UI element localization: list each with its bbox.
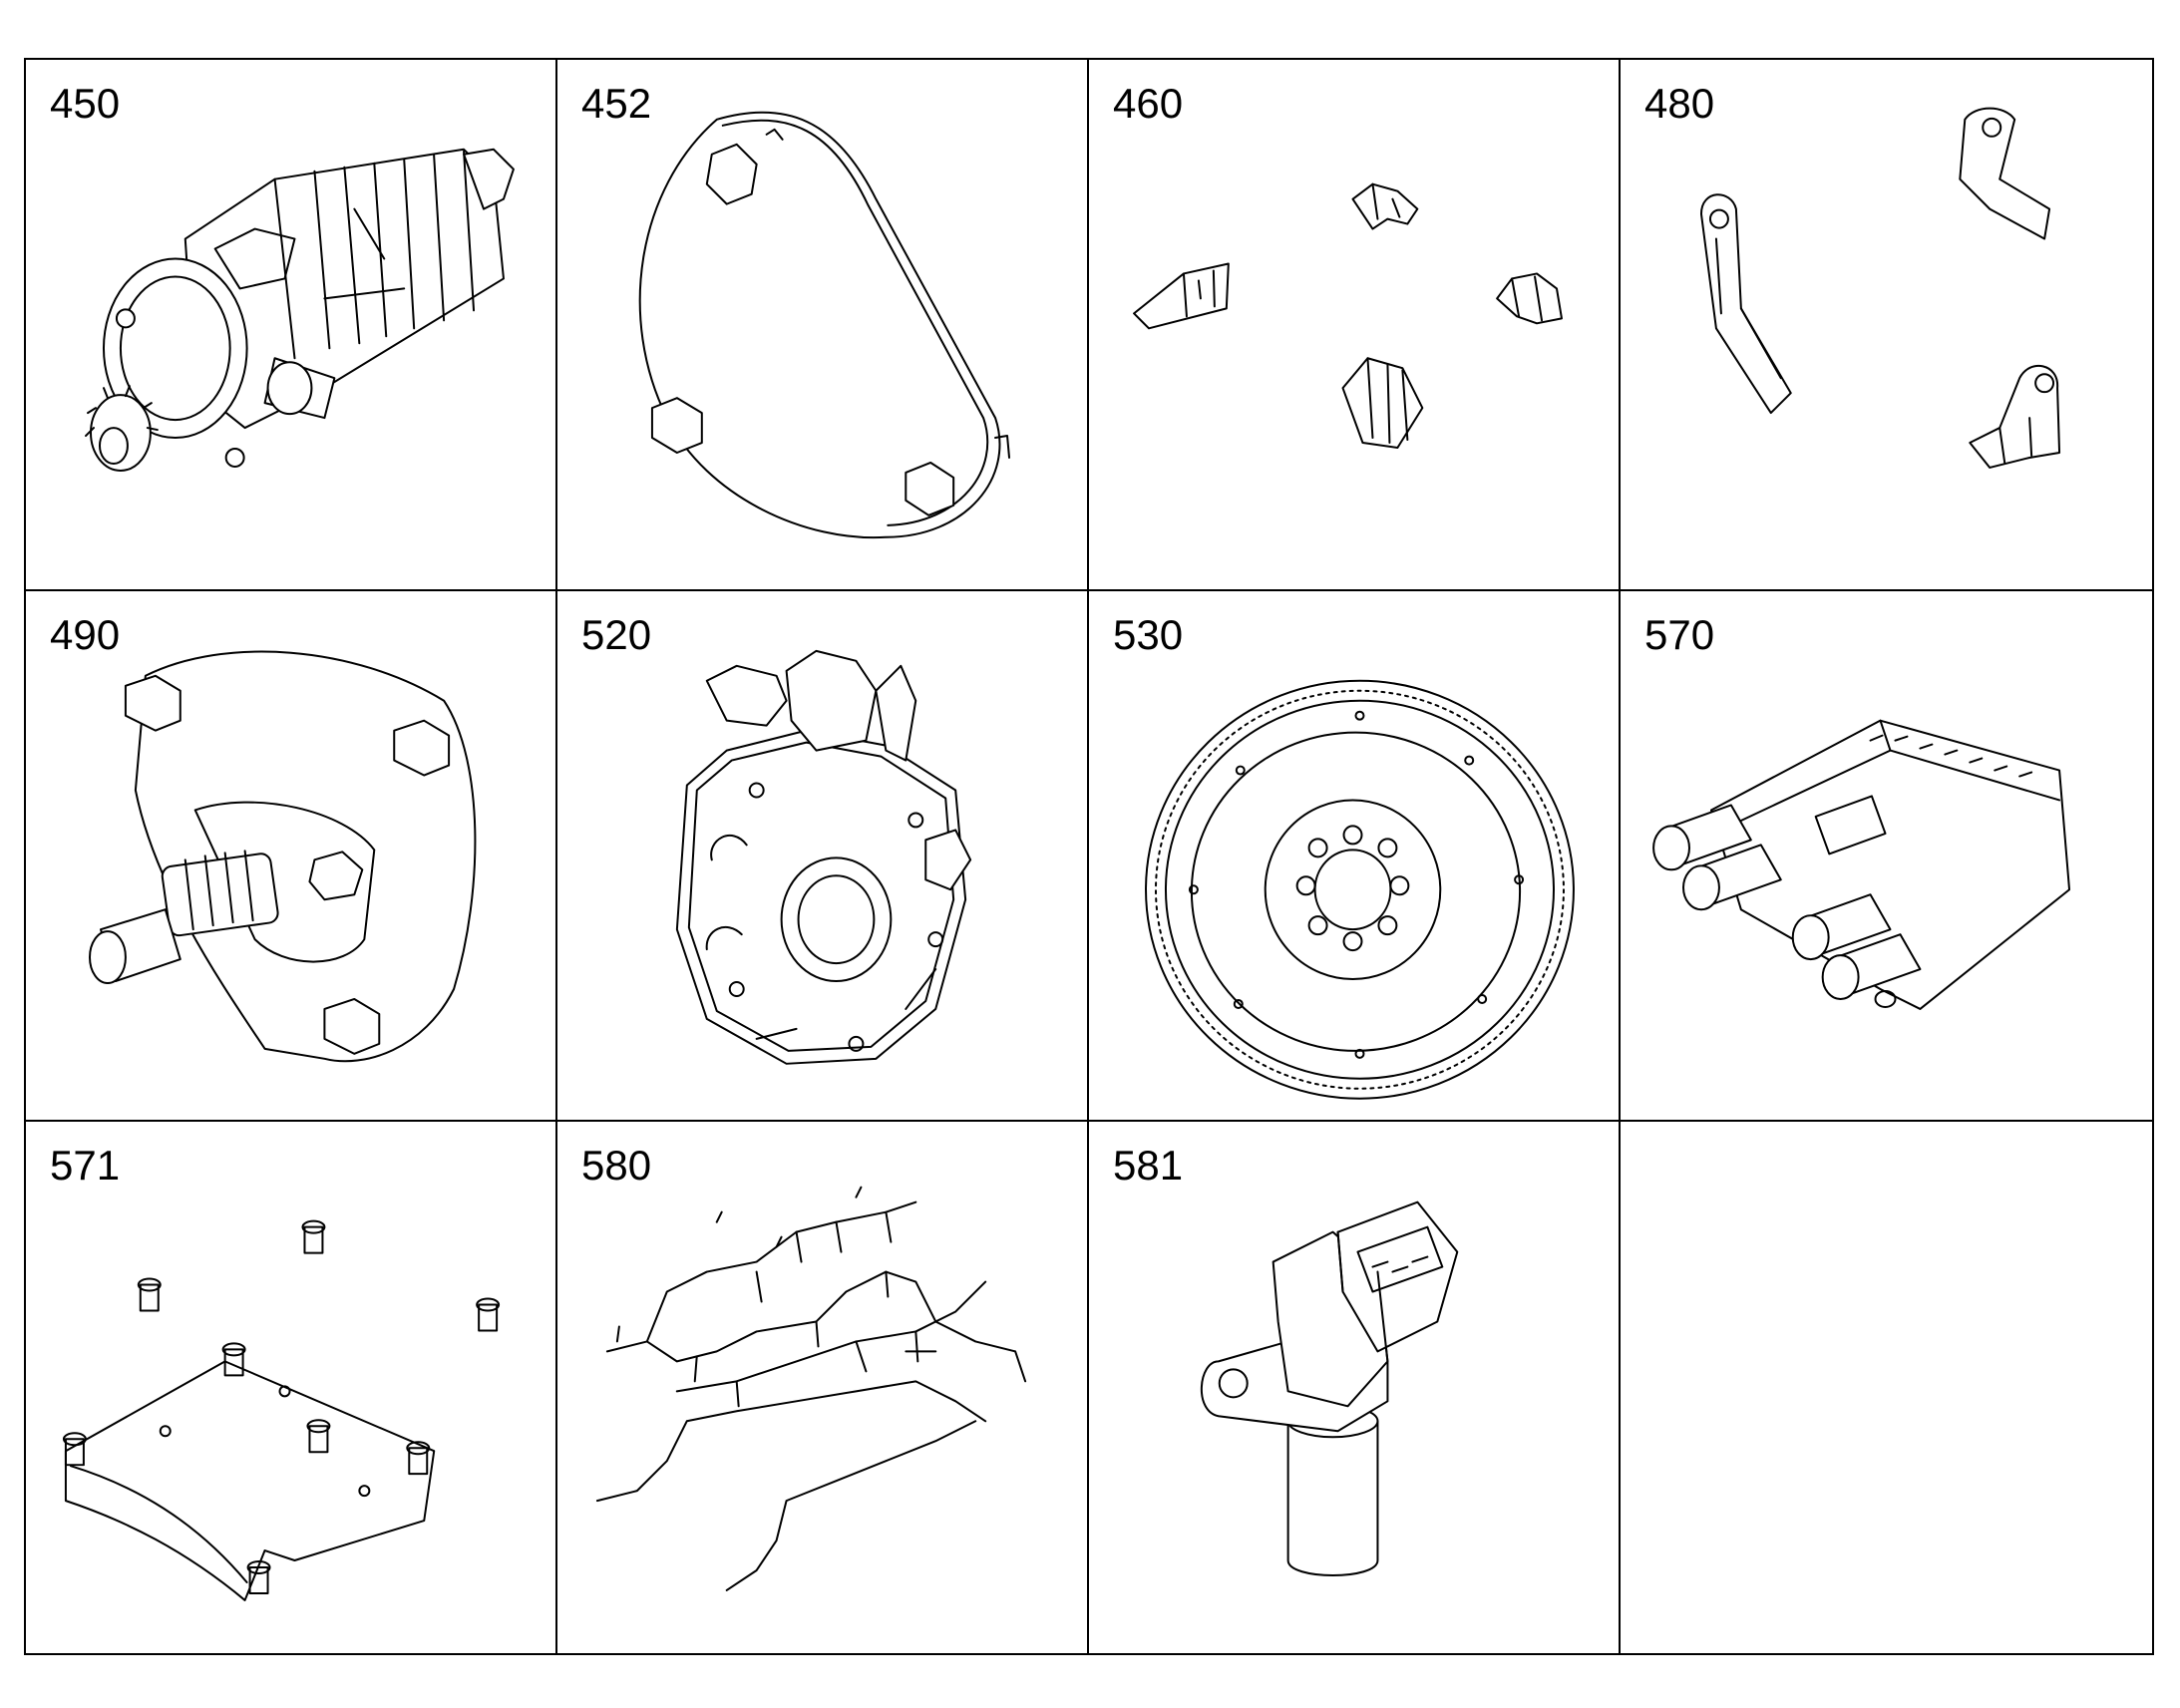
part-number: 450 [50,80,121,127]
part-number: 480 [1644,80,1715,127]
part-number: 490 [50,610,121,658]
part-cell-452[interactable]: 452 [557,60,1089,591]
part-cell-580[interactable]: 580 [557,1122,1089,1653]
cover-plate-icon [638,111,1011,539]
part-number: 460 [1113,80,1184,127]
starter-motor-icon [85,148,515,472]
part-cell-490[interactable]: 490 [26,590,557,1123]
part-number: 530 [1113,610,1184,658]
empty-cell [1621,1122,2152,1653]
flywheel-housing-icon [675,649,972,1065]
part-number: 580 [581,1142,652,1190]
brackets-set-icon [1133,182,1563,450]
lifting-eyes-icon [1699,107,2061,469]
part-number: 452 [581,80,652,127]
part-number: 571 [50,1142,121,1190]
part-cell-570[interactable]: 570 [1621,591,2152,1123]
part-cell-571[interactable]: 571 [26,1122,557,1653]
part-cell-530[interactable]: 530 [1089,590,1621,1123]
part-cell-460[interactable]: 460 [1089,60,1621,591]
mounting-plate-icon [62,1219,501,1602]
part-cell-581[interactable]: 581 [1089,1122,1621,1653]
speed-sensor-icon [1200,1201,1459,1577]
parts-grid: 450 452 460 [24,58,2154,1655]
control-unit-icon [1652,719,2071,1010]
part-number: 570 [1644,610,1715,658]
part-cell-450[interactable]: 450 [26,60,557,591]
part-cell-480[interactable]: 480 [1621,60,2152,591]
part-cell-520[interactable]: 520 [557,590,1089,1123]
part-number: 520 [581,610,652,658]
wiring-harness-icon [595,1187,1027,1592]
pump-drive-icon [89,650,477,1062]
flywheel-icon [1145,679,1575,1100]
part-number: 581 [1113,1142,1184,1190]
